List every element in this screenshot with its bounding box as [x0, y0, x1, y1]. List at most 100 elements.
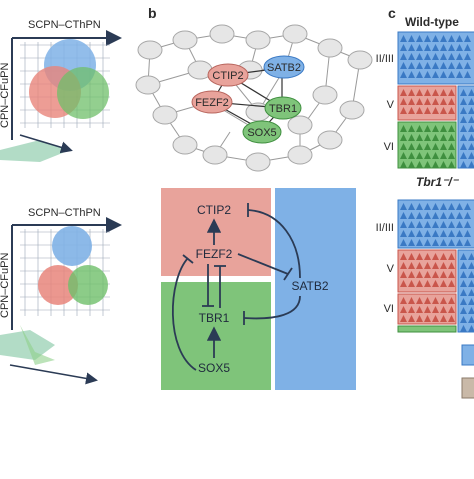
- neuron-triangle: [416, 125, 423, 132]
- neuron-triangle: [432, 53, 439, 60]
- neuron-triangle: [408, 107, 415, 114]
- neuron-triangle: [432, 306, 439, 313]
- layer-label-bottom-3: VI: [384, 303, 394, 315]
- neuron-triangle: [456, 62, 463, 69]
- neuron-triangle: [440, 161, 447, 168]
- neuron-triangle: [400, 125, 407, 132]
- neuron-triangle: [460, 316, 467, 323]
- neuron-triangle: [400, 306, 407, 313]
- neuron-triangle: [456, 71, 463, 78]
- neuron-triangle: [448, 203, 455, 210]
- neuron-triangle: [424, 203, 431, 210]
- neuron-triangle: [424, 271, 431, 278]
- neuron-triangle: [460, 152, 467, 159]
- neuron-triangle: [432, 221, 439, 228]
- neuron-triangle: [440, 71, 447, 78]
- regulatory-circuit: CTIP2 FEZF2 SATB2 TBR1 SOX5: [161, 188, 356, 390]
- neuron-triangle: [432, 203, 439, 210]
- neuron-triangle: [424, 44, 431, 51]
- neuron-triangle: [424, 134, 431, 141]
- neuron-triangle: [440, 297, 447, 304]
- node-ctip2: [207, 63, 249, 87]
- neuron-triangle: [440, 203, 447, 210]
- neuron-triangle: [432, 143, 439, 150]
- neuron-triangle: [416, 161, 423, 168]
- neuron-triangle: [468, 107, 474, 114]
- neuron-triangle: [460, 125, 467, 132]
- neuron-triangle: [440, 107, 447, 114]
- panel-b: b: [135, 5, 373, 390]
- circuit-ctip2: CTIP2: [197, 203, 231, 217]
- neuron-triangle: [440, 125, 447, 132]
- circuit-tbr1: TBR1: [199, 311, 230, 325]
- neuron-triangle: [460, 262, 467, 269]
- neuron-triangle: [468, 143, 474, 150]
- neuron-triangle: [468, 298, 474, 305]
- neuron-triangle: [448, 134, 455, 141]
- neuron-triangle: [440, 89, 447, 96]
- neuron-triangle: [468, 289, 474, 296]
- neuron-triangle: [432, 35, 439, 42]
- neuron-triangle: [460, 280, 467, 287]
- neuron-triangle: [408, 306, 415, 313]
- neuron-triangle: [416, 134, 423, 141]
- neuron-triangle: [440, 315, 447, 322]
- neuron-triangle: [408, 62, 415, 69]
- network-grey-nodes: [135, 24, 373, 172]
- neuron-triangle: [456, 221, 463, 228]
- node-sox5-label: SOX5: [247, 127, 276, 139]
- node-sox5: [242, 120, 282, 144]
- neuron-triangle: [460, 107, 467, 114]
- neuron-triangle: [424, 280, 431, 287]
- triangle-pattern: [400, 203, 474, 332]
- neuron-triangle: [456, 35, 463, 42]
- neuron-triangle: [432, 262, 439, 269]
- neuron-triangle: [408, 53, 415, 60]
- neuron-triangle: [408, 143, 415, 150]
- neuron-triangle: [408, 89, 415, 96]
- neuron-triangle: [416, 230, 423, 237]
- neuron-triangle: [416, 35, 423, 42]
- neuron-triangle: [400, 161, 407, 168]
- neuron-triangle: [432, 297, 439, 304]
- neuron-triangle: [448, 253, 455, 260]
- neuron-triangle: [440, 280, 447, 287]
- neuron-triangle: [448, 125, 455, 132]
- neuron-triangle: [432, 107, 439, 114]
- neuron-triangle: [460, 134, 467, 141]
- neuron-triangle: [460, 307, 467, 314]
- neuron-triangle: [416, 221, 423, 228]
- circuit-fezf2: FEZF2: [196, 247, 233, 261]
- neuron-triangle: [416, 271, 423, 278]
- neuron-triangle: [432, 239, 439, 246]
- neuron-triangle: [400, 35, 407, 42]
- neuron-triangle: [464, 62, 471, 69]
- neuron-triangle: [424, 239, 431, 246]
- neuron-triangle: [424, 262, 431, 269]
- node-satb2: [263, 55, 305, 79]
- neuron-triangle: [460, 116, 467, 123]
- neuron-triangle: [400, 221, 407, 228]
- circuit-sox5: SOX5: [198, 361, 230, 375]
- neuron-triangle: [468, 152, 474, 159]
- neuron-triangle: [424, 152, 431, 159]
- neuron-triangle: [424, 89, 431, 96]
- neuron-triangle: [424, 230, 431, 237]
- neuron-triangle: [460, 298, 467, 305]
- neuron-triangle: [468, 89, 474, 96]
- neuron-triangle: [400, 262, 407, 269]
- neuron-triangle: [448, 221, 455, 228]
- tbr1-title: Tbr1⁻/⁻: [416, 175, 460, 189]
- thin-green-band: [397, 325, 457, 333]
- neuron-triangle: [464, 35, 471, 42]
- neuron-triangle: [468, 307, 474, 314]
- neuron-triangle: [432, 125, 439, 132]
- layer-label-bottom-1: II/III: [376, 222, 394, 234]
- neuron-triangle: [408, 271, 415, 278]
- neuron-triangle: [400, 280, 407, 287]
- bottom-x-axis-label: SCPN–CThPN: [28, 207, 101, 219]
- neuron-triangle: [408, 315, 415, 322]
- panel-a: SCPN–CThPN CPN–CFuPN SC: [0, 19, 122, 385]
